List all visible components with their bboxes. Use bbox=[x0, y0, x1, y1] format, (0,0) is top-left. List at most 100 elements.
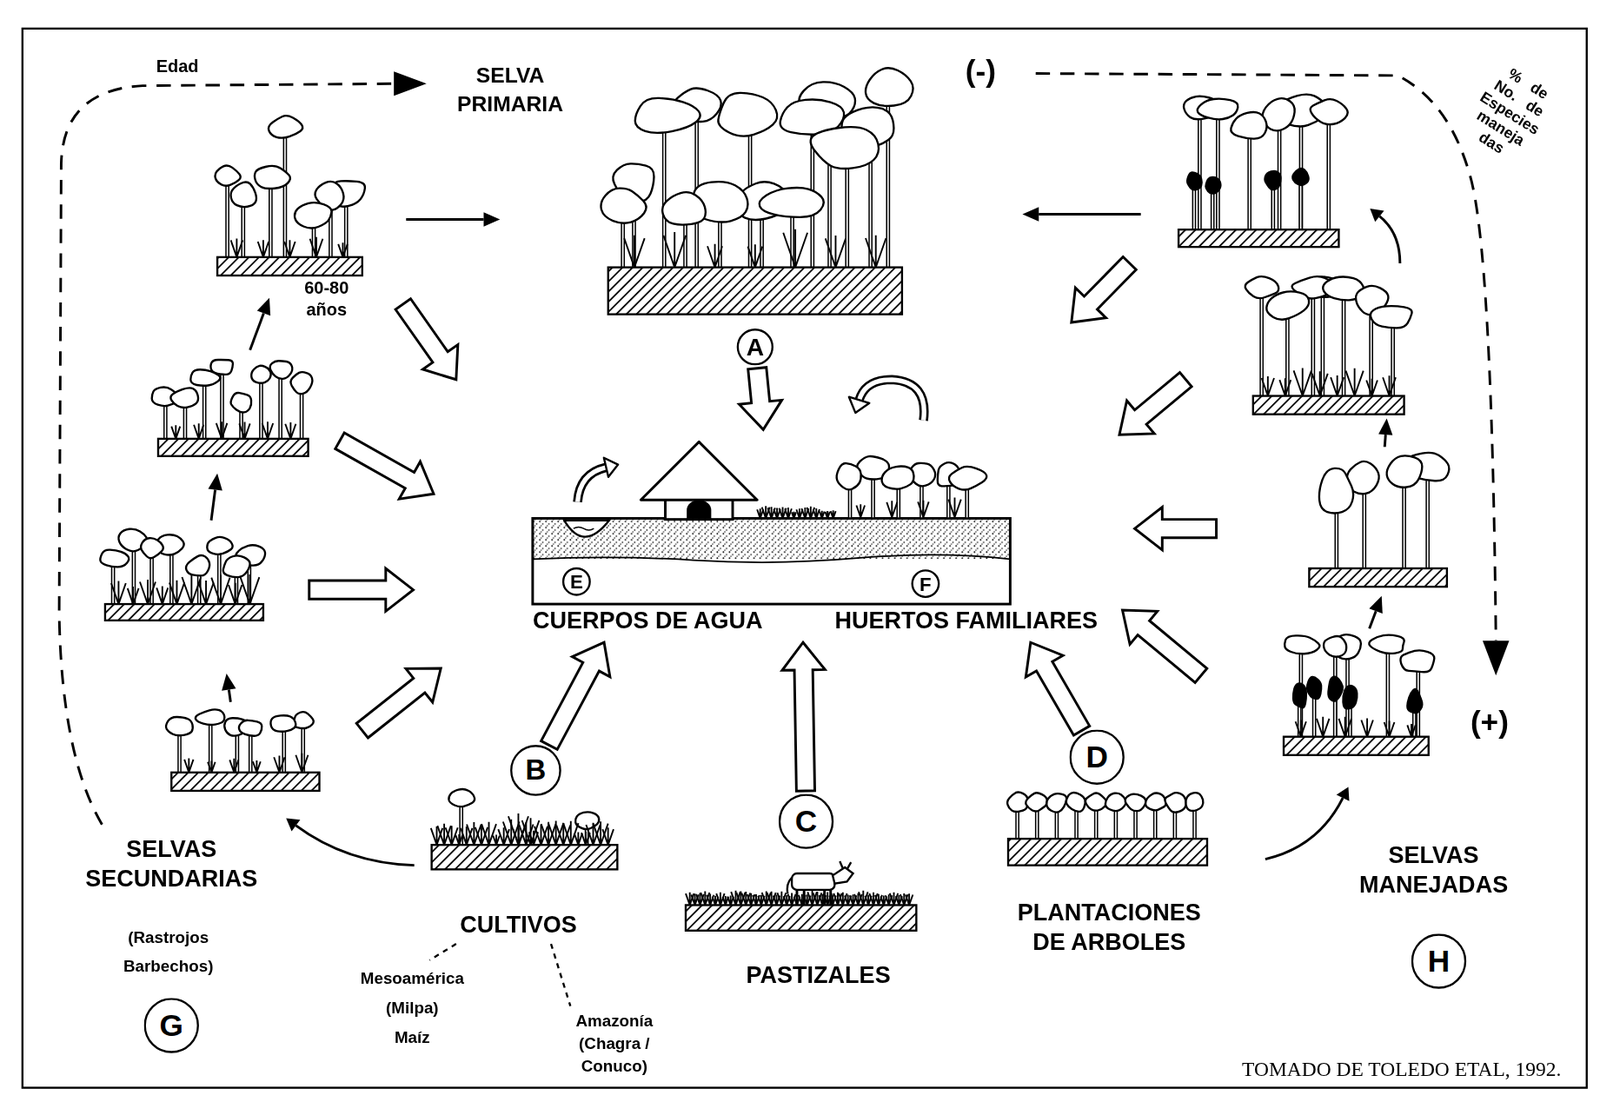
tree-crown bbox=[140, 537, 164, 558]
ground-strip bbox=[608, 267, 903, 315]
arrow-head bbox=[1378, 418, 1393, 435]
tree-trunk bbox=[240, 199, 246, 258]
sequence-arrow bbox=[295, 825, 414, 866]
herb bbox=[181, 574, 201, 605]
tree-trunk bbox=[846, 156, 849, 268]
herb bbox=[1360, 718, 1374, 737]
herb bbox=[783, 229, 808, 268]
tree-crown bbox=[1187, 172, 1202, 190]
input-arrow bbox=[1119, 372, 1192, 436]
leader-line bbox=[551, 943, 571, 1007]
herb bbox=[338, 242, 348, 258]
tree-trunk bbox=[1217, 113, 1220, 230]
input-arrow bbox=[1071, 257, 1136, 323]
tree-trunk bbox=[268, 180, 273, 258]
herb bbox=[466, 822, 482, 845]
herb bbox=[856, 504, 865, 518]
tree-trunk bbox=[1425, 471, 1430, 569]
herb bbox=[310, 237, 324, 258]
tree-crown bbox=[206, 537, 233, 555]
tree-crown bbox=[1319, 468, 1354, 514]
flow-arrow bbox=[782, 642, 825, 791]
tree-trunk bbox=[226, 179, 229, 258]
sequence-arrow bbox=[1038, 212, 1141, 216]
tree-trunk bbox=[1199, 111, 1202, 230]
herb bbox=[284, 239, 295, 258]
tree-trunk bbox=[249, 730, 252, 773]
letter-circle: C bbox=[778, 793, 834, 849]
letter-circle: E bbox=[562, 567, 591, 597]
tree-trunk bbox=[1298, 179, 1303, 230]
herb bbox=[231, 239, 244, 258]
cow-head bbox=[832, 867, 853, 884]
tree-trunk bbox=[284, 130, 286, 258]
tree-crown bbox=[1293, 683, 1307, 709]
tree-trunk bbox=[260, 376, 263, 439]
arrow-head bbox=[604, 458, 618, 478]
letter-circle: F bbox=[910, 569, 940, 598]
herb bbox=[285, 422, 296, 439]
input-arrow bbox=[1122, 610, 1208, 683]
herb bbox=[171, 424, 180, 439]
tree-trunk bbox=[1247, 129, 1252, 231]
tree-crown bbox=[1284, 635, 1320, 654]
tree-trunk bbox=[225, 179, 230, 258]
herb bbox=[184, 757, 193, 772]
callout-letter: E bbox=[570, 571, 584, 591]
tree-trunk bbox=[218, 548, 220, 605]
tree-trunk bbox=[203, 380, 206, 439]
tree-trunk bbox=[1197, 111, 1202, 230]
tree-plantation bbox=[1007, 791, 1208, 865]
herb bbox=[1261, 376, 1275, 397]
herb bbox=[252, 760, 261, 773]
herb bbox=[437, 823, 451, 845]
callout-letter: D bbox=[1085, 742, 1108, 773]
herb bbox=[1407, 723, 1415, 737]
arrow-head bbox=[1336, 787, 1350, 802]
tree-crown bbox=[1407, 689, 1422, 713]
pasture bbox=[685, 890, 917, 931]
herb bbox=[948, 497, 961, 518]
ground-strip bbox=[1308, 568, 1448, 587]
leader-line bbox=[429, 943, 457, 961]
arrow-head bbox=[221, 673, 236, 691]
annotation-label: (+) bbox=[1470, 703, 1509, 741]
tree-trunk bbox=[242, 199, 245, 258]
herb bbox=[917, 500, 929, 518]
succession-arrows bbox=[208, 206, 1401, 1006]
tree-trunk bbox=[1427, 471, 1429, 569]
tree-crown bbox=[268, 115, 303, 139]
tree-crown bbox=[195, 709, 225, 725]
ground-strip bbox=[1283, 736, 1429, 756]
sequence-arrow bbox=[1369, 610, 1377, 629]
herb bbox=[207, 760, 216, 772]
herb bbox=[784, 507, 792, 518]
herb bbox=[1316, 717, 1330, 737]
herb bbox=[825, 511, 830, 518]
tree-crown bbox=[1205, 177, 1221, 194]
cycle-arrow bbox=[859, 379, 925, 421]
herb bbox=[139, 579, 156, 605]
trend-lines bbox=[59, 71, 1509, 824]
tree-crown bbox=[662, 192, 706, 226]
tree-trunk bbox=[171, 547, 173, 605]
herb bbox=[1312, 371, 1328, 396]
herb bbox=[1346, 368, 1364, 397]
herb bbox=[127, 586, 140, 605]
input-arrows bbox=[309, 257, 1217, 738]
tree-crown bbox=[270, 715, 296, 731]
cycle-arrow bbox=[577, 467, 607, 503]
herb bbox=[830, 510, 837, 518]
annotation-label: PLANTACIONES DE ARBOLES bbox=[1004, 897, 1215, 957]
tree-crown bbox=[1245, 276, 1280, 299]
herb bbox=[813, 508, 820, 519]
tree-trunk bbox=[1215, 113, 1221, 230]
callout-letter: B bbox=[525, 756, 547, 785]
homestead-zone: CUERPOS DE AGUAHUERTOS FAMILIARESEF bbox=[525, 433, 1113, 639]
tree-trunk bbox=[663, 120, 665, 268]
tree-crown bbox=[635, 98, 701, 133]
cow-horns bbox=[787, 861, 851, 895]
tree-trunk bbox=[1248, 129, 1251, 231]
herb bbox=[707, 244, 723, 268]
